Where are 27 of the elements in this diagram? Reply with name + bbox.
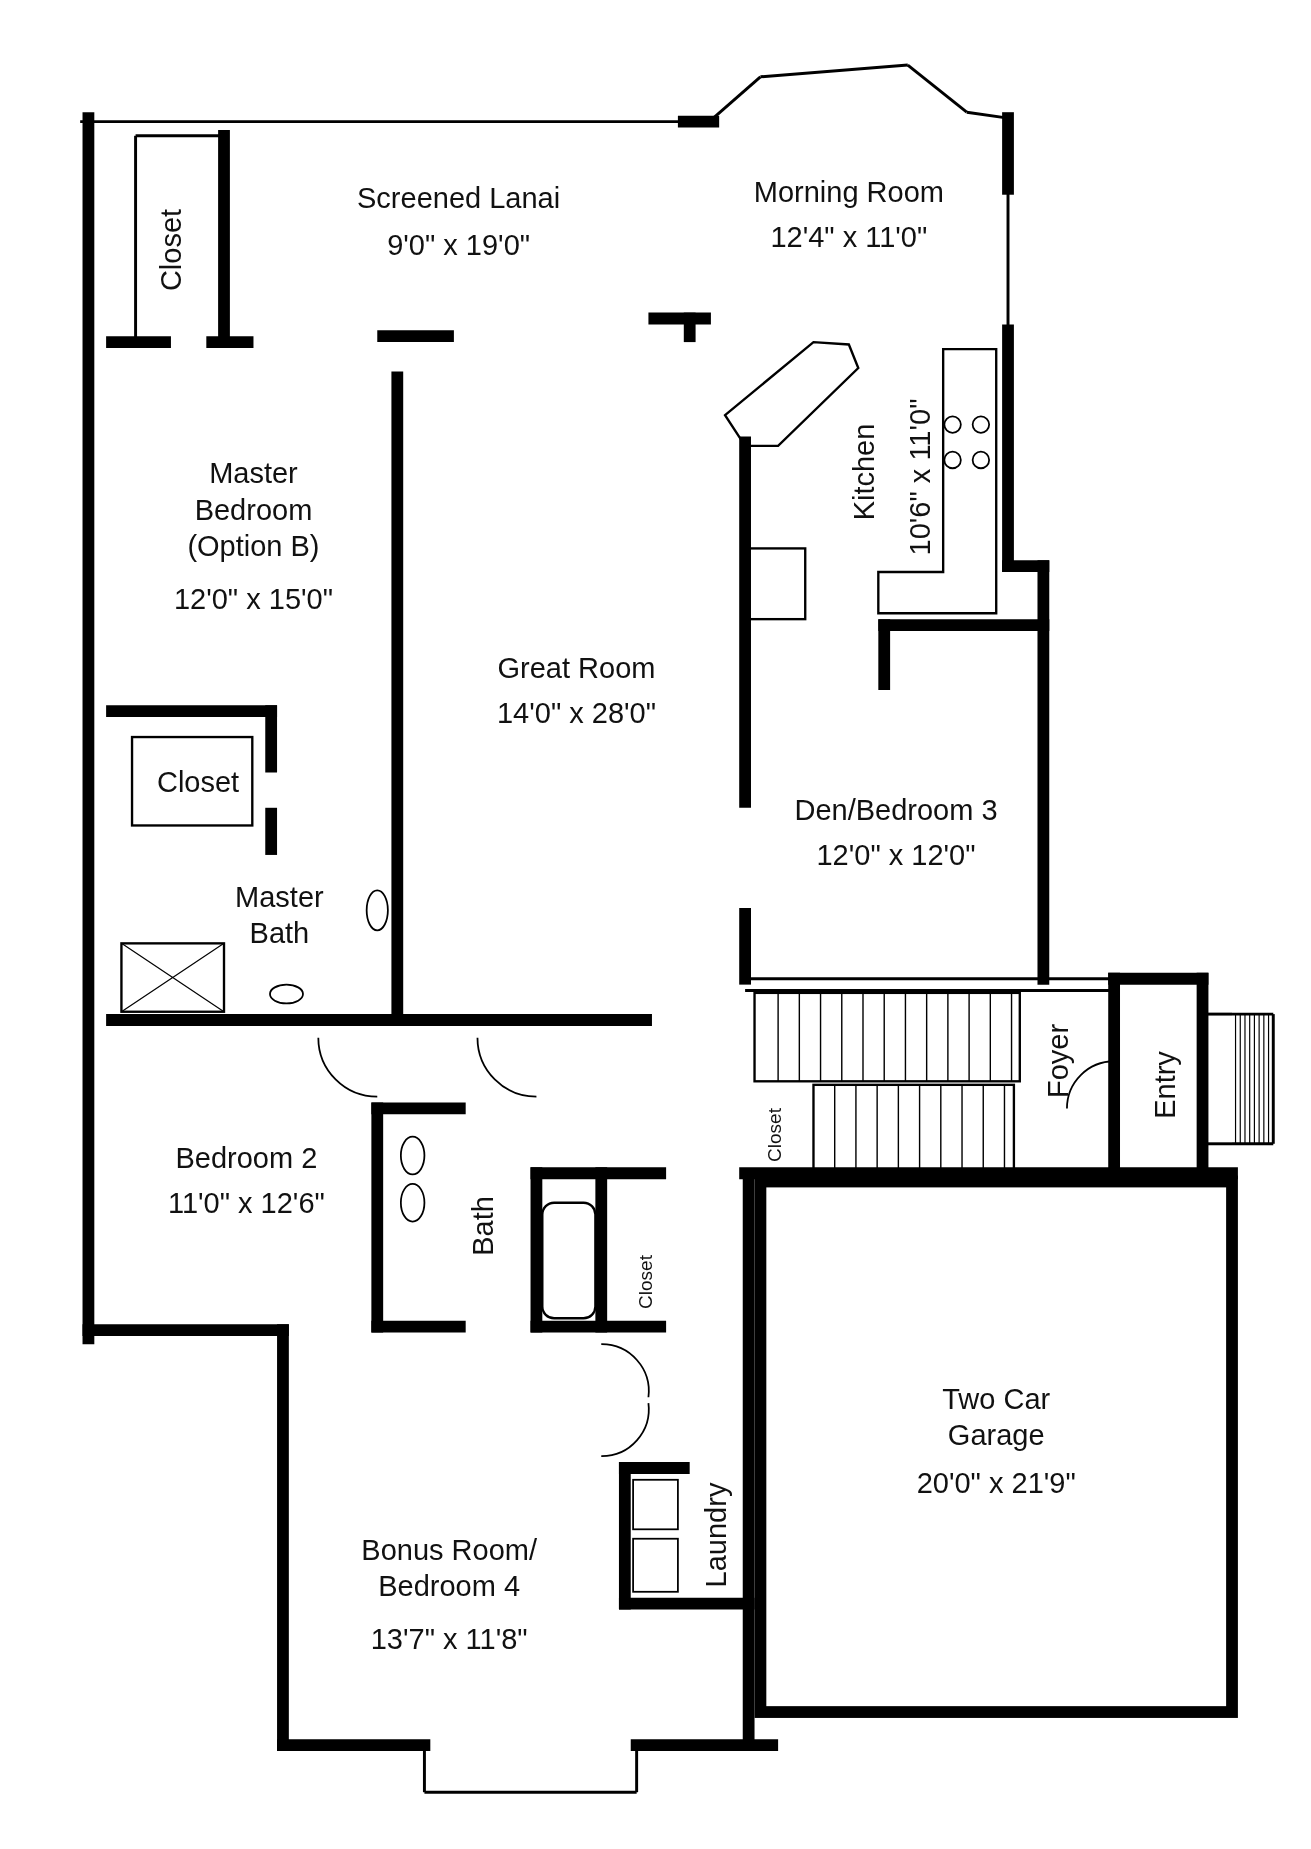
room-dimension: 10'6" x 11'0": [902, 399, 937, 556]
room-label: Screened Lanai: [357, 180, 561, 216]
room-dimension: 12'0" x 15'0": [173, 581, 333, 617]
room-label: Entry: [1147, 1050, 1182, 1119]
room-label: Bath: [466, 1196, 501, 1256]
room-dimension: 20'0" x 21'9": [916, 1466, 1076, 1501]
room-label: Bedroom 2: [175, 1140, 318, 1176]
room-label: Two Car Garage: [941, 1381, 1052, 1454]
room-label: Morning Room: [753, 175, 944, 211]
room-label: Closet: [762, 1108, 786, 1163]
room-dimension: 11'0" x 12'6": [167, 1185, 325, 1221]
room-label: Bonus Room/ Bedroom 4: [360, 1532, 538, 1604]
room-dimension: 14'0" x 28'0": [497, 696, 656, 732]
room-dimension: 13'7" x 11'8": [370, 1621, 528, 1657]
room-dimension: 12'0" x 12'0": [816, 837, 976, 873]
room-label: Laundry: [698, 1482, 733, 1588]
room-label: Closet: [156, 764, 240, 800]
room-label: Closet: [153, 208, 188, 292]
room-label: Master Bath: [234, 879, 325, 951]
room-label: Closet: [634, 1254, 658, 1309]
room-label: Den/Bedroom 3: [794, 792, 998, 828]
room-label: Foyer: [1040, 1024, 1075, 1099]
room-label: Kitchen: [847, 423, 882, 520]
room-label: Master Bedroom (Option B): [186, 455, 321, 564]
room-dimension: 12'4" x 11'0": [770, 219, 928, 255]
room-label: Great Room: [497, 651, 656, 687]
room-dimension: 9'0" x 19'0": [387, 228, 531, 264]
